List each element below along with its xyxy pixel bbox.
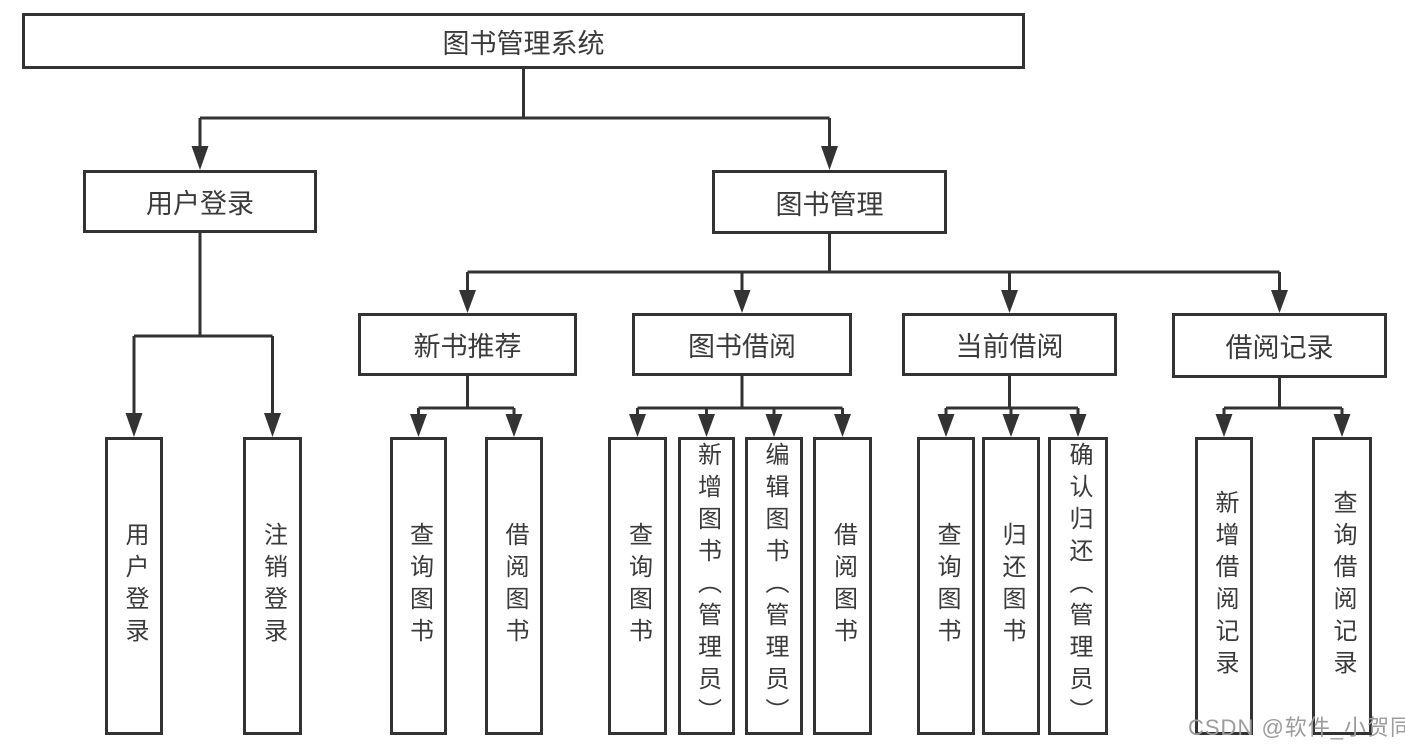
- node-root-label: 图书管理系统: [442, 28, 605, 59]
- node-book-management-label: 图书管理: [775, 189, 884, 220]
- leaf-user-login: 用户登录: [105, 437, 163, 735]
- node-current-borrow-label: 当前借阅: [955, 332, 1064, 362]
- leaf-query-books-borrow: 查询图书: [608, 437, 667, 735]
- leaf-confirm-return-admin-label: 确认归还（管理员）: [1065, 442, 1092, 730]
- leaf-return-books-label: 归还图书: [998, 522, 1025, 650]
- leaf-edit-book-admin-label: 编辑图书（管理员）: [761, 442, 788, 730]
- leaf-query-books-current-label: 查询图书: [933, 522, 960, 650]
- arrowheads: [125, 146, 1351, 437]
- node-user-login-label: 用户登录: [146, 189, 254, 219]
- leaf-return-books: 归还图书: [982, 437, 1040, 735]
- leaf-query-books-recommend-label: 查询图书: [405, 522, 433, 650]
- node-new-book-recommend-label: 新书推荐: [413, 332, 522, 362]
- leaf-query-books-recommend: 查询图书: [390, 437, 447, 735]
- leaf-query-books-current: 查询图书: [917, 437, 975, 735]
- leaf-logout-login-label: 注销登录: [259, 522, 287, 650]
- leaf-confirm-return-admin: 确认归还（管理员）: [1048, 437, 1108, 735]
- leaf-user-login-label: 用户登录: [121, 522, 148, 650]
- leaf-add-book-admin: 新增图书（管理员）: [678, 437, 735, 735]
- node-borrow-records-label: 借阅记录: [1225, 333, 1334, 363]
- node-root: 图书管理系统: [22, 13, 1025, 69]
- node-borrow-records: 借阅记录: [1172, 313, 1387, 378]
- leaf-borrow-books-recommend: 借阅图书: [485, 437, 543, 735]
- leaf-borrow-books-borrow-label: 借阅图书: [829, 522, 857, 650]
- node-user-login: 用户登录: [83, 170, 317, 233]
- leaf-query-borrow-record-label: 查询借阅记录: [1329, 490, 1356, 682]
- leaf-add-borrow-record: 新增借阅记录: [1195, 437, 1253, 735]
- leaf-add-book-admin-label: 新增图书（管理员）: [693, 442, 721, 730]
- leaf-borrow-books-recommend-label: 借阅图书: [501, 522, 528, 650]
- leaf-query-books-borrow-label: 查询图书: [624, 522, 652, 650]
- leaf-edit-book-admin: 编辑图书（管理员）: [745, 437, 803, 735]
- csdn-watermark: CSDN @软件_小贺同学: [1188, 715, 1405, 740]
- node-new-book-recommend: 新书推荐: [358, 313, 577, 376]
- leaf-add-borrow-record-label: 新增借阅记录: [1211, 490, 1238, 682]
- node-current-borrow: 当前借阅: [902, 313, 1117, 376]
- leaf-logout-login: 注销登录: [243, 437, 302, 735]
- leaf-query-borrow-record: 查询借阅记录: [1312, 437, 1372, 735]
- node-book-management: 图书管理: [712, 170, 947, 234]
- node-book-borrow-label: 图书借阅: [688, 332, 796, 362]
- node-book-borrow: 图书借阅: [632, 313, 852, 376]
- leaf-borrow-books-borrow: 借阅图书: [813, 437, 872, 735]
